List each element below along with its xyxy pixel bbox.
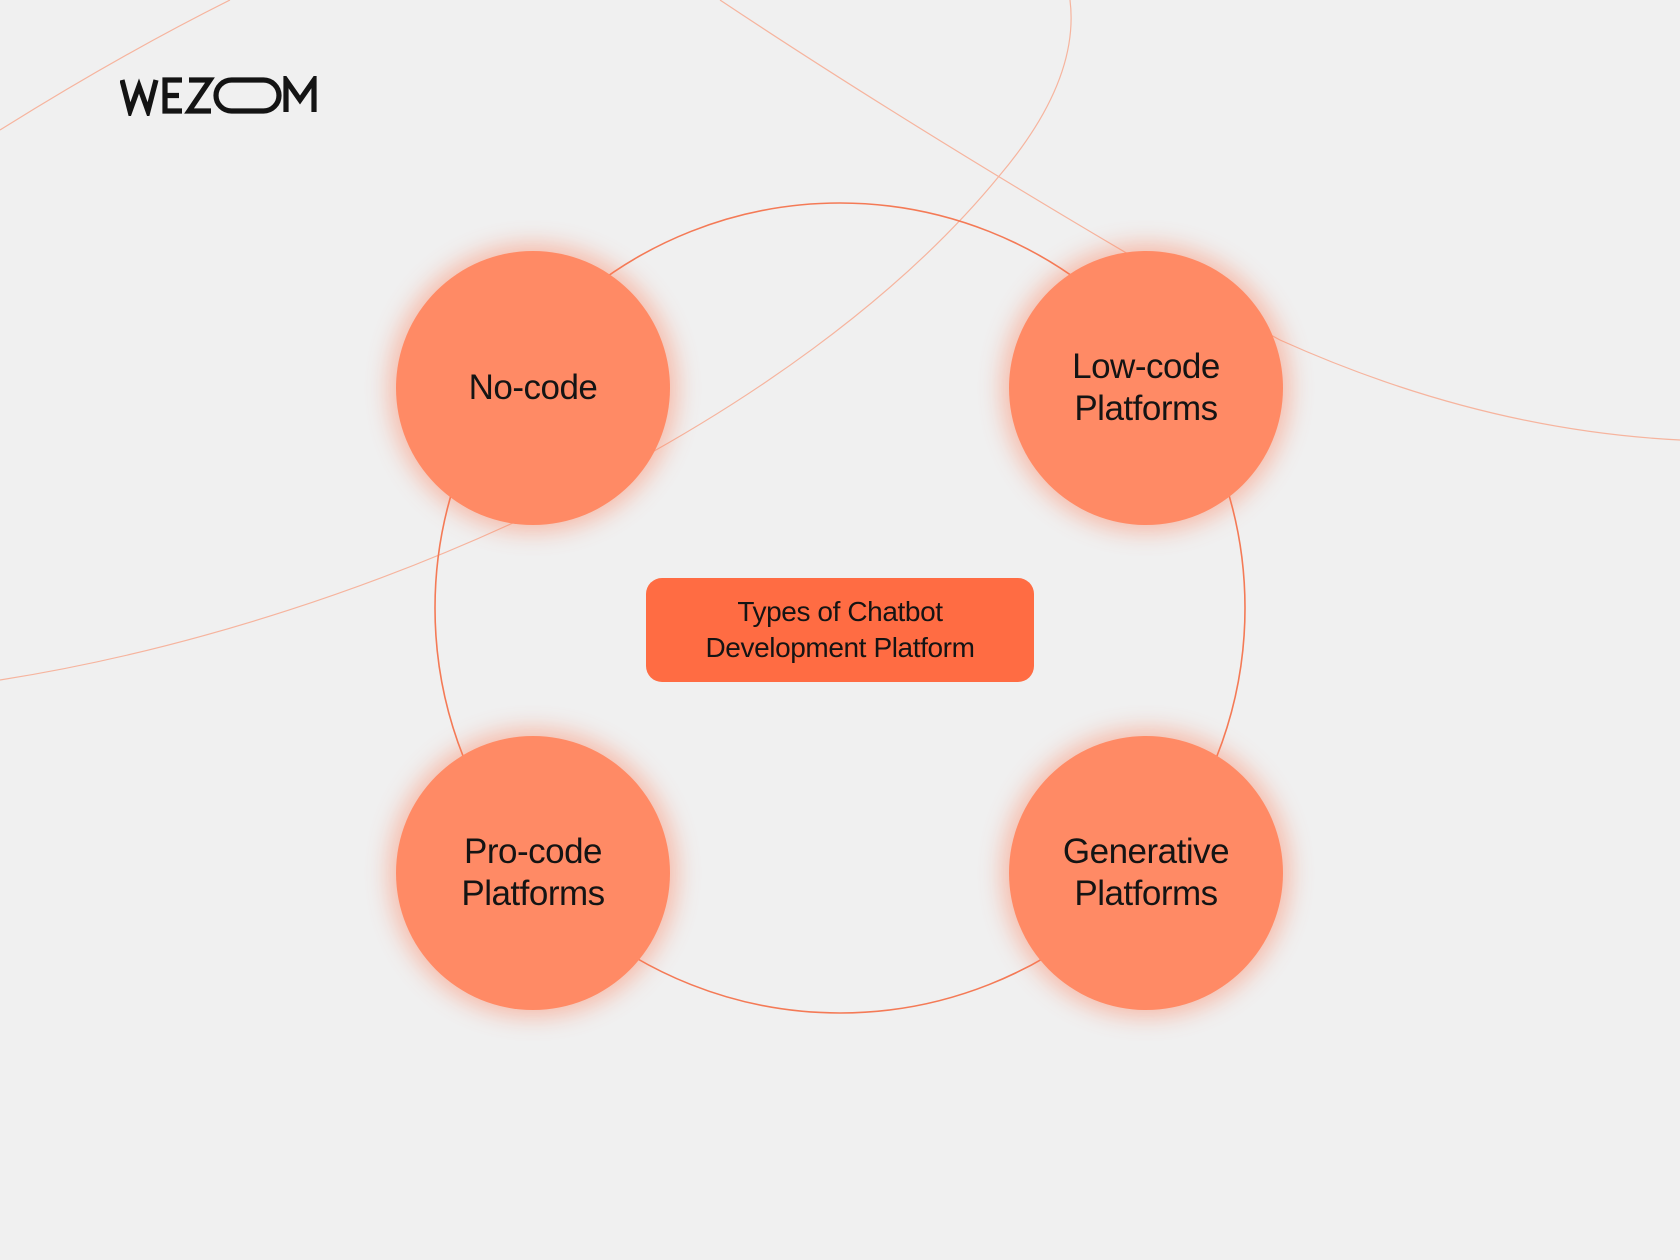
- node-no-code: No-code: [396, 251, 670, 525]
- decorative-curve: [0, 0, 231, 131]
- center-title-box: Types of Chatbot Development Platform: [646, 578, 1034, 682]
- center-title: Types of Chatbot Development Platform: [705, 596, 975, 663]
- node-label: No-code: [468, 368, 598, 407]
- wezom-logo: [120, 76, 317, 116]
- node-pro-code: Pro-code Platforms: [396, 736, 670, 1010]
- node-low-code: Low-code Platforms: [1009, 251, 1283, 525]
- node-label: Generative Platforms: [1062, 832, 1230, 913]
- node-generative: Generative Platforms: [1009, 736, 1283, 1010]
- node-label: Low-code Platforms: [1072, 347, 1220, 428]
- node-label: Pro-code Platforms: [461, 832, 605, 913]
- decorative-curve: [0, 0, 1072, 681]
- orbit-ring: [434, 202, 1246, 1014]
